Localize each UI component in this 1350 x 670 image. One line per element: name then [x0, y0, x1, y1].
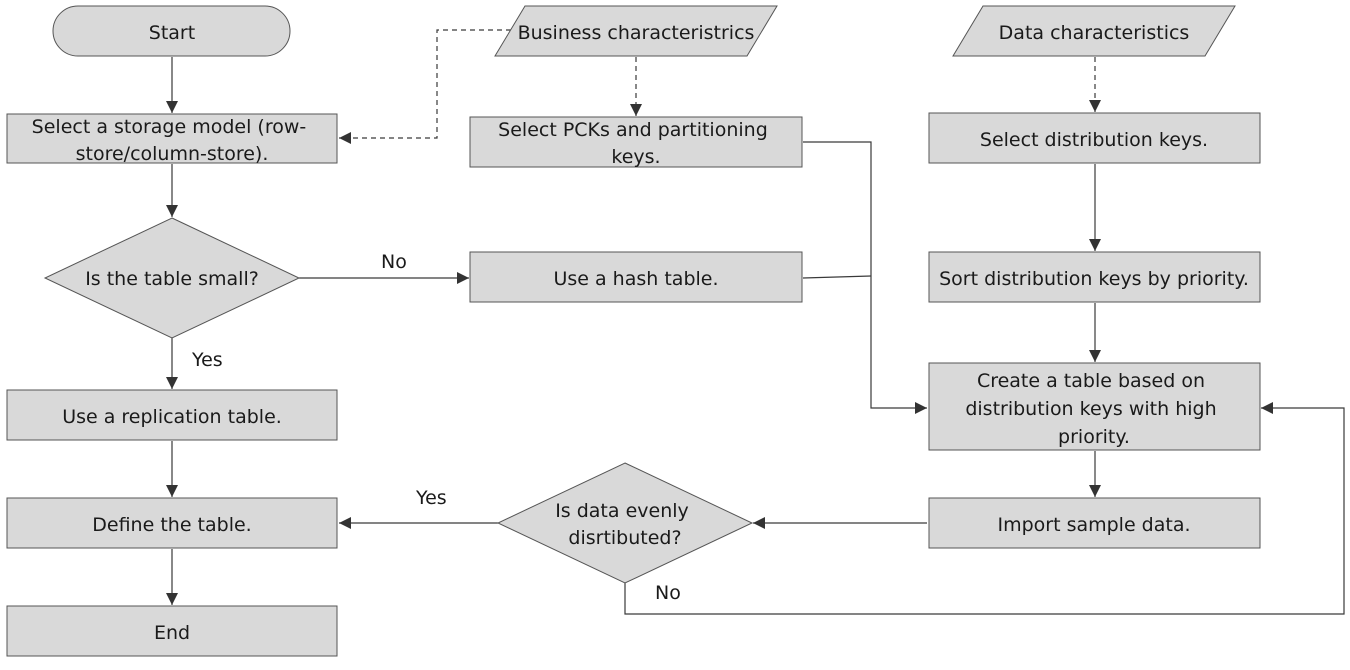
- select-distribution-keys-box: [928, 112, 1261, 164]
- node-labels: Start Business characteristrics Data cha…: [32, 22, 1249, 644]
- edge-pck-to-create: [803, 141, 927, 414]
- use-replication-table-label: Use a replication table.: [62, 406, 282, 428]
- sort-distribution-keys-label: Sort distribution keys by priority.: [939, 268, 1249, 290]
- start-label: Start: [149, 22, 195, 44]
- select-storage-model-label: Select a storage model (row- store/colum…: [32, 116, 313, 165]
- use-hash-table-box: [469, 251, 803, 303]
- is-table-small-decision: [43, 217, 301, 339]
- is-data-evenly-distributed-decision: [496, 462, 754, 584]
- start-terminator: [52, 5, 291, 57]
- edge-labels: No Yes Yes No: [191, 251, 681, 604]
- use-replication-table-box: [6, 389, 338, 441]
- select-pcks-label: Select PCKs and partitioning keys.: [498, 119, 774, 168]
- edges: [166, 29, 1345, 615]
- data-characteristics-input: [952, 5, 1236, 57]
- select-distribution-keys-label: Select distribution keys.: [980, 129, 1208, 151]
- end-label: End: [154, 622, 190, 644]
- is-data-evenly-distributed-label: Is data evenly disrtibuted?: [555, 500, 695, 549]
- use-hash-table-label: Use a hash table.: [553, 268, 718, 290]
- business-characteristics-input: [494, 5, 778, 57]
- edge-label-yes-even: Yes: [415, 487, 447, 509]
- edge-label-no-small: No: [381, 251, 407, 273]
- create-table-box: [928, 362, 1261, 451]
- import-sample-data-box: [928, 497, 1261, 549]
- nodes: [6, 5, 1261, 657]
- is-table-small-label: Is the table small?: [85, 268, 259, 290]
- data-characteristics-label: Data characteristics: [999, 22, 1190, 44]
- edge-biz-to-storage: [339, 29, 520, 144]
- select-storage-model-box: [6, 113, 338, 164]
- edge-hash-to-create: [802, 275, 872, 279]
- business-characteristics-label: Business characteristrics: [518, 22, 755, 44]
- select-pcks-box: [469, 116, 803, 168]
- create-table-label: Create a table based on distribution key…: [965, 370, 1222, 448]
- import-sample-data-label: Import sample data.: [997, 514, 1190, 536]
- edge-label-yes-small: Yes: [191, 349, 223, 371]
- edge-label-no-even: No: [655, 582, 681, 604]
- sort-distribution-keys-box: [928, 251, 1261, 303]
- define-table-label: Define the table.: [92, 514, 251, 536]
- edge-even-to-create: [624, 402, 1345, 615]
- end-box: [6, 605, 338, 657]
- define-table-box: [6, 497, 338, 549]
